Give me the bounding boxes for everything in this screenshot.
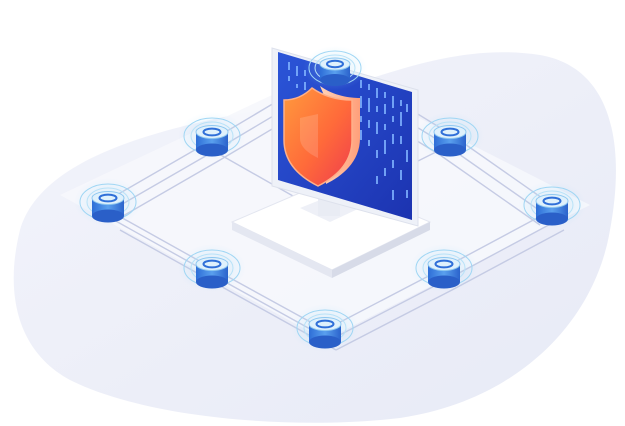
database-node-icon [518, 181, 586, 229]
database-node-icon [410, 244, 478, 292]
database-node-icon [74, 178, 142, 226]
database-node-icon [291, 304, 359, 352]
database-node-icon [178, 244, 246, 292]
monitor-icon [230, 47, 432, 278]
database-node-icon [416, 112, 484, 160]
database-node-icon [303, 46, 367, 90]
database-node-icon [178, 112, 246, 160]
shield-icon [283, 86, 360, 187]
network-nodes [74, 46, 586, 352]
